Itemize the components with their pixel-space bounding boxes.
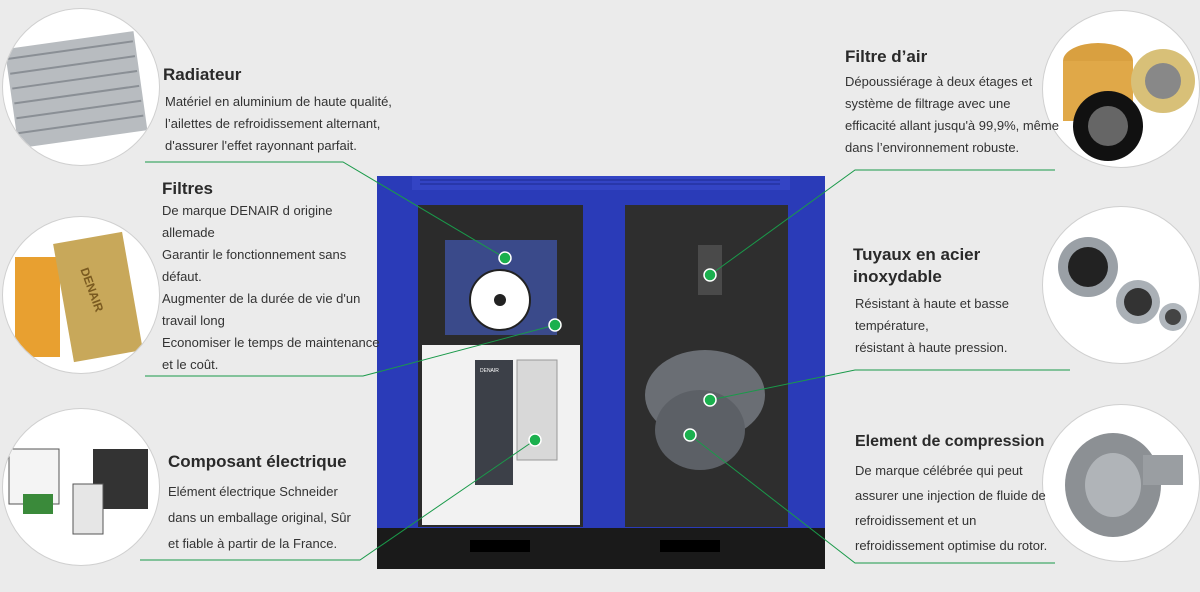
desc-line: efficacité allant jusqu'à 99,9%, même [845, 118, 1059, 133]
desc-line: Elément électrique Schneider [168, 484, 338, 499]
marker-dot [548, 318, 562, 332]
desc-line: et le coût. [162, 357, 219, 372]
desc-line: refroidissement optimise du rotor. [855, 538, 1048, 553]
filters-image: DENAIR [2, 216, 160, 374]
desc-line: température, [855, 318, 929, 333]
desc-line: Résistant à haute et basse [855, 296, 1009, 311]
air-filter-image [1042, 10, 1200, 168]
feature-title-tuyaux: Tuyaux en acier inoxydable [853, 244, 980, 288]
desc-line: travail long [162, 313, 225, 328]
feature-title-element: Element de compression [855, 433, 1045, 450]
desc-line: défaut. [162, 269, 202, 284]
title-line: Tuyaux en acier [853, 245, 981, 264]
feature-desc-radiateur: Matériel en aluminium de haute qualité, … [165, 91, 392, 157]
desc-line: dans l’environnement robuste. [845, 140, 1020, 155]
feature-desc-composant: Elément électrique Schneider dans un emb… [168, 479, 351, 557]
electrical-image [2, 408, 160, 566]
desc-line: résistant à haute pression. [855, 340, 1008, 355]
feature-desc-element: De marque célébrée qui peut assurer une … [855, 458, 1047, 558]
feature-title-radiateur: Radiateur [163, 65, 242, 84]
desc-line: Augmenter de la durée de vie d'un [162, 291, 361, 306]
desc-line: Dépoussiérage à deux étages et [845, 74, 1033, 89]
leader-radiateur [145, 161, 506, 259]
feature-desc-tuyaux: Résistant à haute et basse température, … [855, 293, 1009, 359]
marker-dot [683, 428, 697, 442]
desc-line: Garantir le fonctionnement sans [162, 247, 347, 262]
marker-dot [703, 268, 717, 282]
desc-line: Matériel en aluminium de haute qualité, [165, 94, 392, 109]
feature-title-filtres: Filtres [162, 179, 214, 198]
steel-pipes-image [1042, 206, 1200, 364]
desc-line: assurer une injection de fluide de [855, 488, 1046, 503]
leader-filtre-air [709, 169, 1055, 276]
leader-element [689, 434, 1055, 564]
desc-line: système de filtrage avec une [845, 96, 1011, 111]
desc-line: De marque célébrée qui peut [855, 463, 1023, 478]
desc-line: Economiser le temps de maintenance [162, 335, 380, 350]
inverter-brand-text: DENAIR [480, 368, 499, 374]
machine-base [377, 527, 825, 569]
inverter [475, 360, 513, 485]
desc-line: De marque DENAIR d origine [162, 203, 333, 218]
desc-line: allemade [162, 225, 215, 240]
desc-line: refroidissement et un [855, 513, 977, 528]
feature-desc-filtre-air: Dépoussiérage à deux étages et système d… [845, 71, 1059, 159]
compression-element-image [1042, 404, 1200, 562]
feature-title-filtre-air: Filtre d’air [845, 47, 928, 66]
desc-line: l’ailettes de refroidissement alternant, [165, 116, 381, 131]
marker-dot [703, 393, 717, 407]
leader-tuyaux [709, 369, 1070, 401]
desc-line: et fiable à partir de la France. [168, 536, 338, 551]
title-line: inoxydable [853, 267, 942, 286]
desc-line: dans un emballage original, Sûr [168, 510, 351, 525]
radiator-image [2, 8, 160, 166]
leader-composant [140, 439, 536, 561]
feature-desc-filtres: De marque DENAIR d origine allemade Gara… [162, 200, 380, 376]
marker-dot [498, 251, 512, 265]
marker-dot [528, 433, 542, 447]
feature-title-composant: Composant électrique [168, 452, 347, 471]
desc-line: d'assurer l'effet rayonnant parfait. [165, 138, 357, 153]
leader-filtres [145, 324, 556, 377]
